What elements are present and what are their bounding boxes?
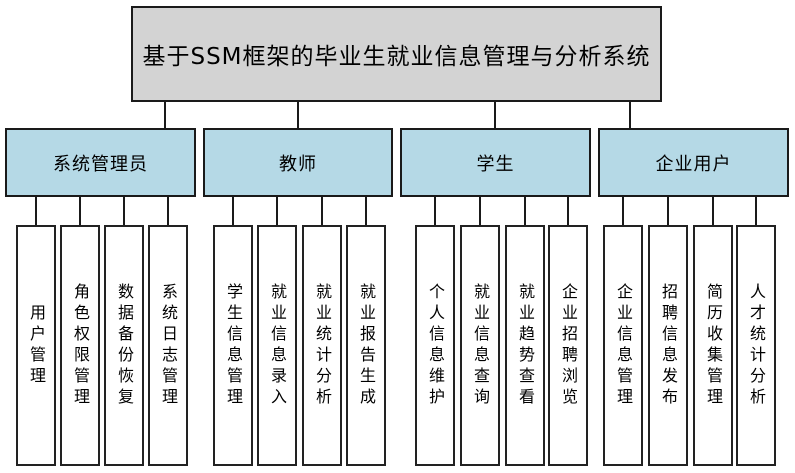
- leaf-box-recruitment-info-publish: 招聘信息发布: [648, 225, 688, 466]
- leaf-label: 就业趋势查看: [516, 282, 535, 409]
- connector-line: [524, 197, 526, 225]
- leaf-label: 简历收集管理: [704, 282, 723, 409]
- branch-box-enterprise: 企业用户: [598, 128, 789, 197]
- leaf-box-employment-trend-view: 就业趋势查看: [505, 225, 545, 466]
- connector-line: [276, 197, 278, 225]
- connector-line: [622, 197, 624, 225]
- branch-box-teacher: 教师: [203, 128, 393, 197]
- connector-line: [434, 197, 436, 225]
- leaf-label: 就业信息录入: [268, 282, 287, 409]
- leaf-box-student-info-management: 学生信息管理: [213, 225, 253, 466]
- connector-line: [164, 102, 166, 128]
- leaf-label: 数据备份恢复: [115, 282, 134, 409]
- system-title-box: 基于SSM框架的毕业生就业信息管理与分析系统: [131, 6, 662, 102]
- leaf-label: 招聘信息发布: [659, 282, 678, 409]
- leaf-label: 企业信息管理: [614, 282, 633, 409]
- leaf-label: 人才统计分析: [747, 282, 766, 409]
- connector-line: [712, 197, 714, 225]
- leaf-box-employment-statistics-analysis: 就业统计分析: [302, 225, 342, 466]
- connector-line: [479, 197, 481, 225]
- leaf-box-system-log-management: 系统日志管理: [148, 225, 188, 466]
- leaf-box-enterprise-recruitment-browse: 企业招聘浏览: [548, 225, 588, 466]
- branch-box-student: 学生: [400, 128, 591, 197]
- leaf-box-employment-info-query: 就业信息查询: [460, 225, 500, 466]
- leaf-box-user-management: 用户管理: [16, 225, 56, 466]
- leaf-label: 学生信息管理: [224, 282, 243, 409]
- leaf-box-enterprise-info-management: 企业信息管理: [603, 225, 643, 466]
- leaf-box-personal-info-maintenance: 个人信息维护: [415, 225, 455, 466]
- connector-line: [167, 197, 169, 225]
- connector-line: [232, 197, 234, 225]
- connector-line: [123, 197, 125, 225]
- connector-line: [494, 102, 496, 128]
- leaf-label: 就业统计分析: [313, 282, 332, 409]
- leaf-label: 就业报告生成: [357, 282, 376, 409]
- connector-line: [629, 102, 631, 128]
- leaf-label: 系统日志管理: [159, 282, 178, 409]
- leaf-label: 角色权限管理: [71, 282, 90, 409]
- leaf-box-employment-info-entry: 就业信息录入: [257, 225, 297, 466]
- connector-line: [79, 197, 81, 225]
- leaf-label: 个人信息维护: [426, 282, 445, 409]
- connector-line: [365, 197, 367, 225]
- connector-line: [755, 197, 757, 225]
- connector-line: [35, 197, 37, 225]
- leaf-box-data-backup-restore: 数据备份恢复: [104, 225, 144, 466]
- leaf-box-talent-statistics-analysis: 人才统计分析: [736, 225, 776, 466]
- connector-line: [297, 102, 299, 128]
- leaf-label: 用户管理: [27, 303, 46, 388]
- connector-line: [667, 197, 669, 225]
- leaf-label: 就业信息查询: [471, 282, 490, 409]
- connector-line: [567, 197, 569, 225]
- branch-box-admin: 系统管理员: [5, 128, 196, 197]
- leaf-box-employment-report-generation: 就业报告生成: [346, 225, 386, 466]
- connector-line: [321, 197, 323, 225]
- leaf-box-role-permission-management: 角色权限管理: [60, 225, 100, 466]
- leaf-box-resume-collection-management: 简历收集管理: [693, 225, 733, 466]
- leaf-label: 企业招聘浏览: [559, 282, 578, 409]
